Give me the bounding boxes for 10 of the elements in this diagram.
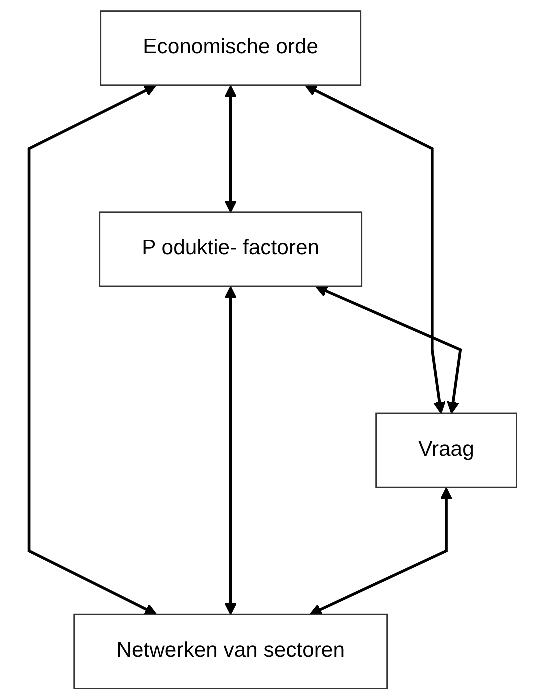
arrow bbox=[305, 85, 446, 414]
arrow bbox=[315, 286, 462, 414]
arrow bbox=[224, 85, 238, 213]
arrow bbox=[224, 286, 238, 616]
node-box: Economische orde bbox=[100, 10, 362, 86]
node-box: P oduktie- factoren bbox=[99, 212, 363, 288]
node-box: Vraag bbox=[376, 412, 518, 488]
arrow bbox=[28, 85, 158, 616]
arrow bbox=[310, 488, 453, 616]
node-box: Netwerken van sectoren bbox=[74, 614, 388, 690]
